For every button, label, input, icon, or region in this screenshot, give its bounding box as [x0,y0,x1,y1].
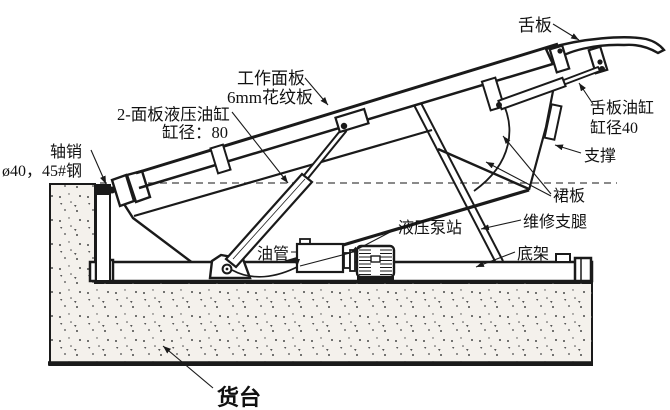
tongue-bracket-left [548,44,571,74]
label-main-cylinder-1: 2-面板液压油缸 [117,104,230,124]
leader-skirt-2 [485,161,552,197]
base-frame-right-bracket [573,256,593,283]
support-bar [543,103,563,141]
leader-maintenance-leg [480,219,522,231]
label-axle-pin-1: 轴销 [50,143,82,161]
leader-pump-station [349,227,399,254]
leader-pump-station-ext [299,252,351,267]
leader-oil-pipe [291,251,300,267]
pump-station [231,238,396,280]
maintenance-leg [413,102,504,264]
leader-skirt-1 [502,135,552,195]
label-work-panel-1: 工作面板 [237,69,305,88]
label-main-cylinder-2: 缸径：80 [162,122,228,142]
motor-nameplate [370,255,381,263]
oil-pipe-line [231,265,300,278]
hinge-plate-1 [110,173,136,208]
leader-support [554,144,582,154]
cylinder-upper-pin [340,122,348,130]
leader-tongue-plate [552,23,580,41]
label-tongue-cylinder-1: 舌板油缸 [590,98,654,117]
skirt-left-edge [122,203,219,283]
work-panel-top-edge [135,42,559,175]
label-tongue-cylinder-2: 缸径40 [590,118,638,137]
leader-tongue-cylinder [578,82,594,105]
label-pump-station: 液压泵站 [398,219,462,237]
tongue-assembly [480,36,666,141]
hinge-post [95,169,152,282]
label-oil-pipe: 油管 [257,245,289,263]
label-tongue-plate: 舌板 [518,16,552,35]
leader-lines [90,23,594,389]
leader-main-cylinder [231,111,289,184]
leader-base-frame [475,251,516,268]
label-support: 支撑 [584,147,616,165]
label-platform: 货台 [217,385,261,410]
cylinder-barrel [224,172,314,269]
label-work-panel-2: 6mm花纹板 [227,88,313,107]
leader-platform [162,345,214,389]
hinge-block [95,184,111,195]
motor-fins [359,249,392,275]
oil-tank [295,242,345,274]
main-cylinder [208,107,370,280]
cylinder-upper-bracket [334,107,370,134]
skirt-lower-right-edge [437,147,530,191]
tongue-plate-flap [544,36,666,64]
skirt-far-edge [133,128,433,218]
deck-rib [209,143,232,175]
base-frame-top-block [555,253,571,263]
label-maintenance-leg: 维修支腿 [523,213,587,231]
leader-work-panel [304,77,329,106]
leader-axle-pin [90,149,107,185]
label-skirt-plate: 裙板 [553,187,585,205]
label-base-frame: 底架 [517,245,549,263]
label-axle-pin-2: ø40，45#钢 [2,162,82,180]
